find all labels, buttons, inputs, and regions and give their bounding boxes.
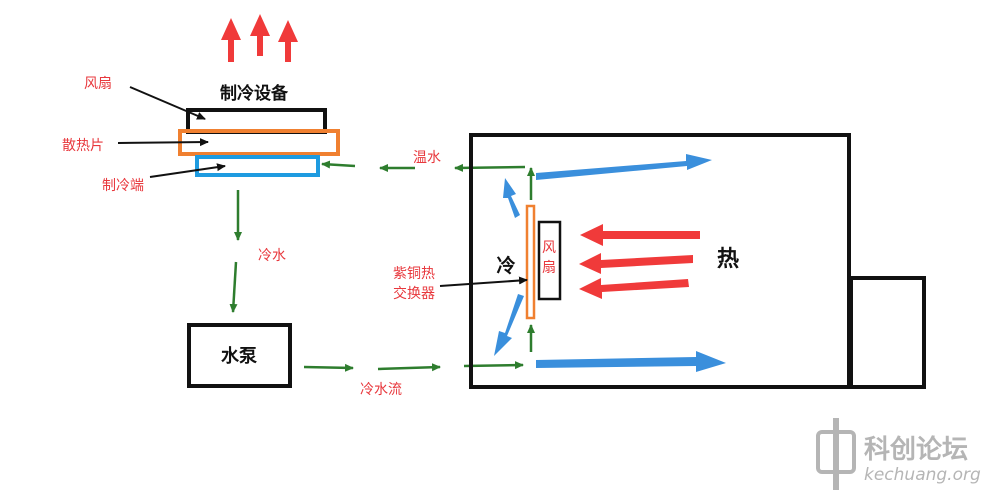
device-fan-box <box>186 108 327 134</box>
inner-fan-label-2: 扇 <box>542 260 556 276</box>
cold-air-arrows <box>494 154 726 372</box>
cold-end-box <box>195 155 320 177</box>
device-title: 制冷设备 <box>220 83 289 104</box>
heatsink-pointer-arrow <box>117 138 209 147</box>
exchanger-label-line2: 交换器 <box>393 285 435 302</box>
hot-air-arrows <box>579 224 700 299</box>
cold-end-label: 制冷端 <box>102 178 144 194</box>
heatsink-label: 散热片 <box>62 138 104 154</box>
heat-arrow-2 <box>250 14 270 56</box>
cold-flow-arrow-2 <box>377 363 441 372</box>
pump-label: 水泵 <box>221 345 257 367</box>
watermark-en: kechuang.org <box>864 465 981 485</box>
inner-fan-box <box>537 220 562 301</box>
heat-arrow-1 <box>221 18 241 62</box>
enclosure-side-box <box>849 276 926 389</box>
hot-air-arrow-1 <box>580 224 700 246</box>
heat-exhaust-arrows <box>221 14 298 62</box>
warm-water-label: 温水 <box>413 150 441 166</box>
cold-zone-label: 冷 <box>496 254 515 277</box>
cold-air-arrow-up-left <box>503 178 520 218</box>
fan-pointer-arrow <box>129 86 206 120</box>
water-loop-arrows <box>229 160 535 372</box>
cold-water-label: 冷水 <box>258 248 286 264</box>
copper-exchanger <box>525 204 536 320</box>
heat-arrow-3 <box>278 20 298 62</box>
enclosure-box <box>469 133 851 389</box>
cold-flow-arrow-1 <box>303 363 354 372</box>
cold-air-arrow-top <box>536 154 712 180</box>
cold-air-arrow-bottom <box>536 351 726 372</box>
inner-fan-label-1: 风 <box>542 240 556 256</box>
hot-air-arrow-3 <box>579 278 689 299</box>
exchanger-label-line1: 紫铜热 <box>393 266 435 282</box>
hot-zone-label: 热 <box>717 246 739 272</box>
cold-flow-label: 冷水流 <box>360 382 402 398</box>
cold-end-pointer-arrow <box>149 163 226 178</box>
watermark-logo: 科创论坛 kechuang.org <box>816 418 981 490</box>
watermark-cn: 科创论坛 <box>864 435 968 465</box>
exchanger-pointer-arrow <box>439 276 528 287</box>
fan-label: 风扇 <box>84 76 112 92</box>
hot-air-arrow-2 <box>579 253 693 274</box>
cold-water-down-arrow-2 <box>229 261 238 313</box>
warm-water-arrow-1 <box>454 163 526 172</box>
pump-box <box>187 323 292 388</box>
warm-water-arrow-3 <box>321 160 356 169</box>
cold-flow-arrow-3 <box>463 361 524 370</box>
cold-air-arrow-down-left <box>494 294 524 356</box>
